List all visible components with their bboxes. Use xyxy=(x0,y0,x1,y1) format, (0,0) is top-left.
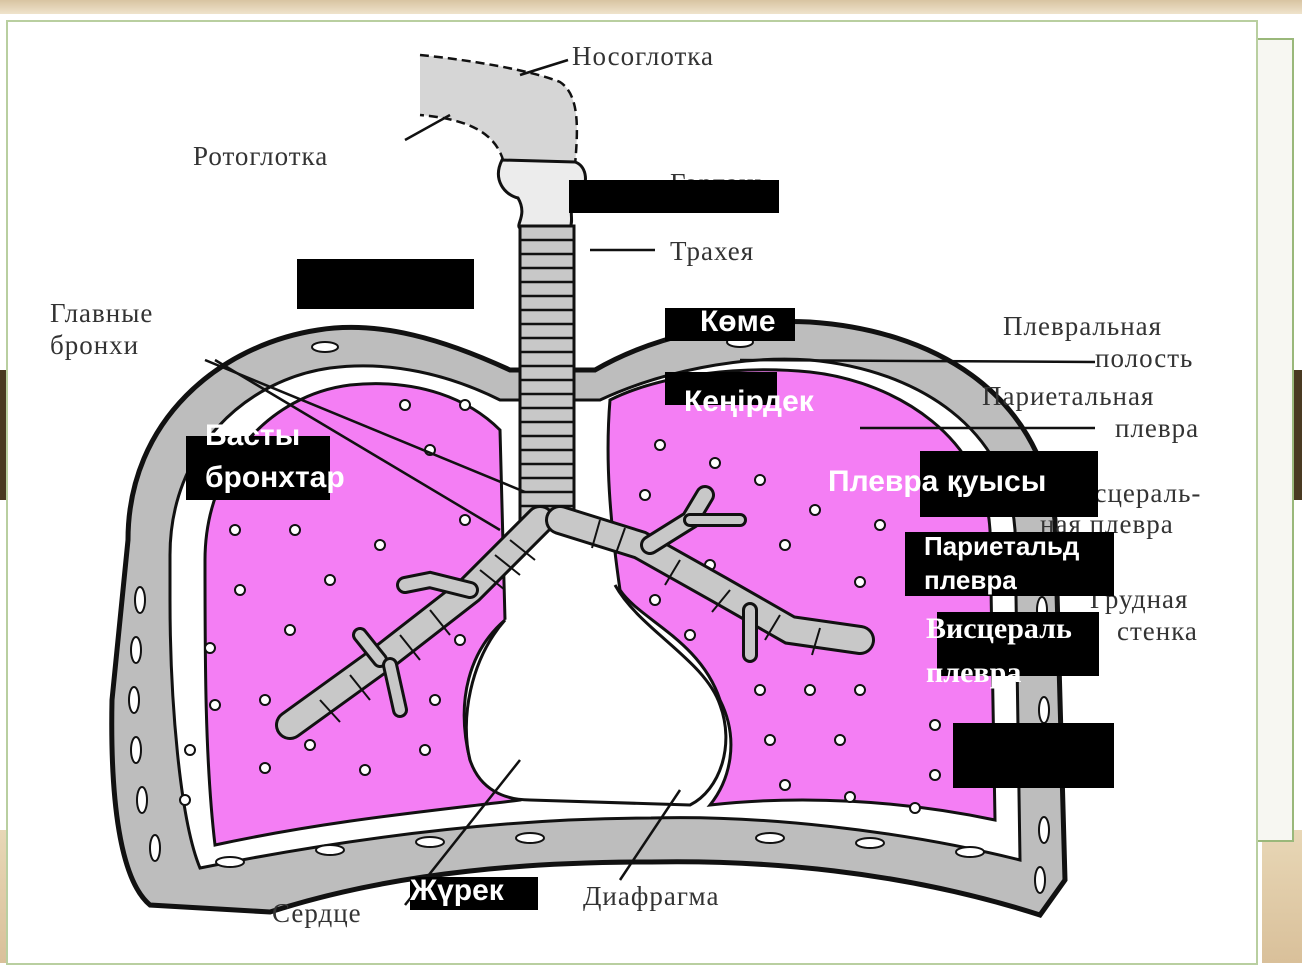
label-ru-oropharynx: Ротоглотка xyxy=(193,141,328,171)
label-ru-trachea: Трахея xyxy=(670,236,754,266)
pharynx xyxy=(420,55,577,168)
label-kz-visceral-pleura-1: Висцераль xyxy=(926,612,1072,647)
label-ru-pleural-cavity-2: полость xyxy=(1095,343,1193,373)
label-ru-parietal-pleura-2: плевра xyxy=(1115,413,1199,443)
label-kz-heart: Жүрек xyxy=(410,874,504,909)
label-kz-parietal-pleura-1: Париетальд xyxy=(924,532,1079,562)
label-kz-bronchus: Кеңірдек xyxy=(684,385,814,420)
label-kz-main-bronchi-1: Басты xyxy=(205,419,300,454)
cover-box-blank-2 xyxy=(953,723,1114,788)
label-kz-visceral-pleura-2: плевра xyxy=(926,656,1021,691)
label-ru-main-bronchi-1: Главные xyxy=(50,298,153,328)
label-ru-chest-wall-2: стенка xyxy=(1117,616,1198,646)
trachea xyxy=(520,226,574,526)
label-ru-parietal-pleura-1: Париетальная xyxy=(982,381,1154,411)
label-ru-nasopharynx: Носоглотка xyxy=(572,41,714,71)
label-ru-main-bronchi-2: бронхи xyxy=(50,330,139,360)
label-kz-main-bronchi-2: бронхтар xyxy=(205,461,345,496)
label-kz-parietal-pleura-2: плевра xyxy=(924,566,1017,596)
label-kz-trachea: Көме xyxy=(700,305,776,340)
label-ru-diaphragm: Диафрагма xyxy=(583,881,719,911)
cover-box-larynx xyxy=(569,180,779,213)
cover-box-blank xyxy=(297,259,474,309)
label-ru-pleural-cavity-1: Плевральная xyxy=(1003,311,1162,341)
label-kz-pleural-cavity: Плевра қуысы xyxy=(828,465,1046,500)
label-ru-heart: Сердце xyxy=(272,898,362,928)
